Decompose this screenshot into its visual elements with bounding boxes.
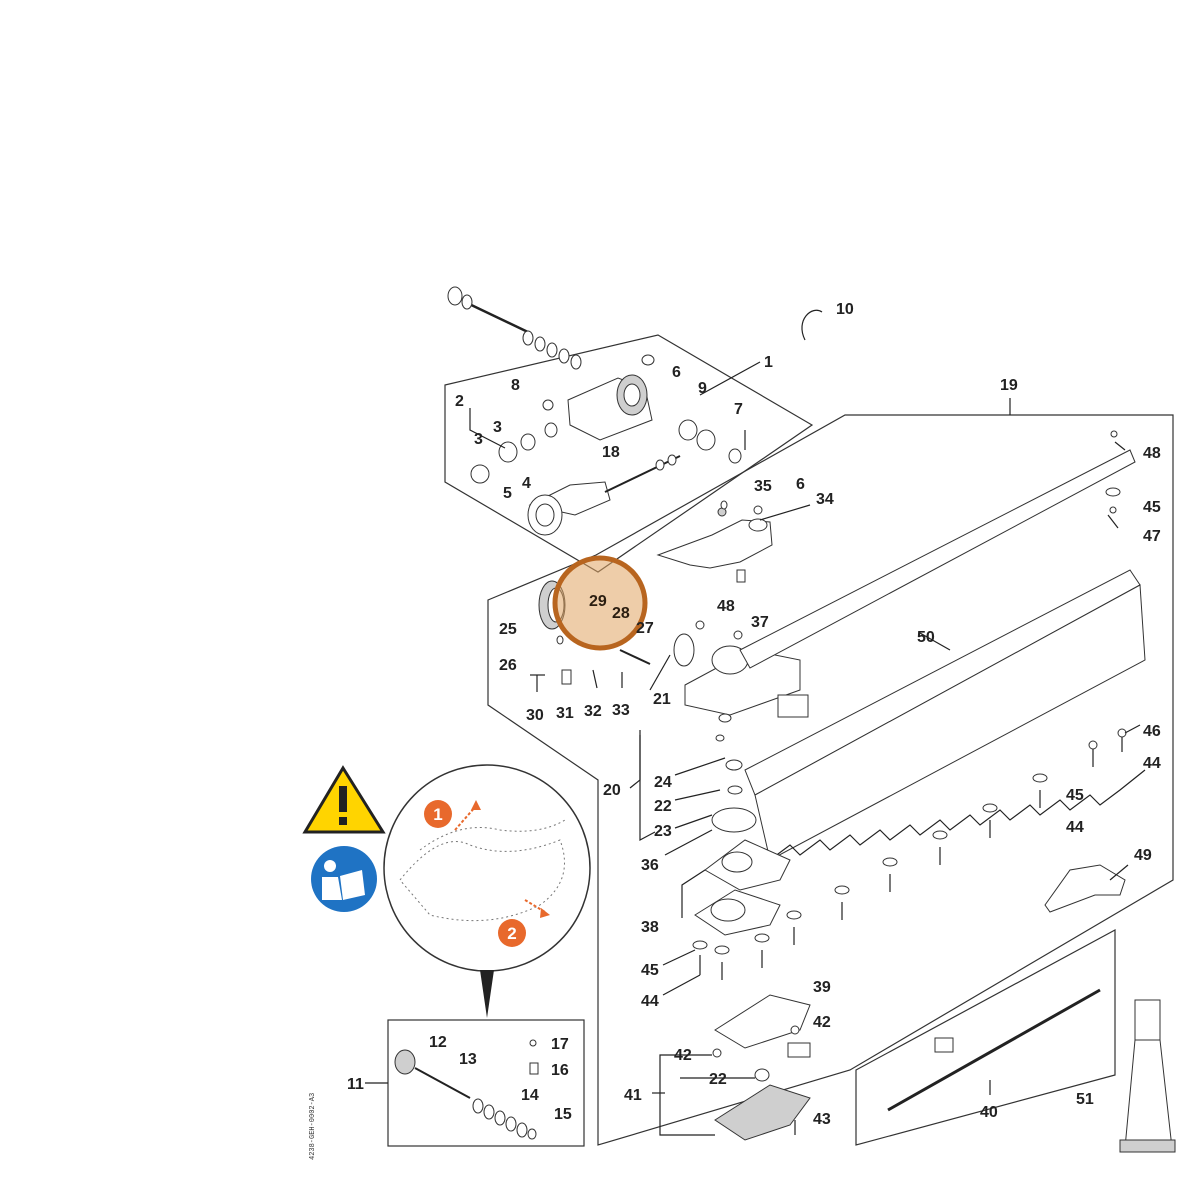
warning-icon bbox=[302, 765, 386, 834]
part-label: 24 bbox=[654, 774, 672, 791]
part-label: 15 bbox=[554, 1106, 572, 1123]
part-label: 37 bbox=[751, 614, 769, 631]
part-label: 38 bbox=[641, 919, 659, 936]
part-label: 51 bbox=[1076, 1091, 1094, 1108]
part-label: 42 bbox=[674, 1047, 692, 1064]
part-label: 30 bbox=[526, 707, 544, 724]
part-label: 27 bbox=[636, 620, 654, 637]
cutter-blade-part bbox=[744, 569, 1146, 861]
blade-holder-part bbox=[694, 759, 791, 936]
step-1-number: 1 bbox=[433, 805, 442, 824]
part-label: 45 bbox=[1143, 499, 1161, 516]
part-label: 20 bbox=[603, 782, 621, 799]
leader-lines bbox=[365, 361, 1141, 1136]
part-label: 35 bbox=[754, 478, 772, 495]
part-label: 3 bbox=[474, 431, 483, 448]
pinion-shaft-part bbox=[527, 454, 681, 536]
blade-cover-part bbox=[887, 988, 1101, 1112]
part-label: 8 bbox=[511, 377, 520, 394]
part-label: 17 bbox=[551, 1036, 569, 1053]
highlight-circle bbox=[552, 555, 648, 651]
part-label: 4 bbox=[522, 475, 531, 492]
group-box-cutter-assembly bbox=[487, 414, 1174, 1146]
part-label: 25 bbox=[499, 621, 517, 638]
gearbox-base-part bbox=[673, 633, 809, 718]
circlip-part bbox=[801, 309, 823, 341]
part-label: 7 bbox=[734, 401, 743, 418]
part-label: 44 bbox=[1143, 755, 1161, 772]
part-label: 44 bbox=[1066, 819, 1084, 836]
bearings-part bbox=[470, 354, 742, 484]
part-label: 43 bbox=[813, 1111, 831, 1128]
part-label: 48 bbox=[1143, 445, 1161, 462]
blade-rail-part bbox=[739, 449, 1136, 669]
part-label: 36 bbox=[641, 857, 659, 874]
group-box-gear-housing bbox=[444, 334, 814, 573]
gear-housing-part bbox=[567, 374, 653, 441]
bearing-kit-parts bbox=[394, 1039, 539, 1140]
drive-shaft-part bbox=[447, 286, 582, 370]
part-label: 45 bbox=[1066, 787, 1084, 804]
part-label: 31 bbox=[556, 705, 574, 722]
part-label: 33 bbox=[612, 702, 630, 719]
screws-washers-part bbox=[692, 430, 1127, 980]
read-manual-icon bbox=[311, 846, 377, 912]
part-label: 22 bbox=[709, 1071, 727, 1088]
hand-guard-part bbox=[1044, 864, 1126, 913]
part-label: 13 bbox=[459, 1051, 477, 1068]
part-label: 12 bbox=[429, 1034, 447, 1051]
part-label: 42 bbox=[813, 1014, 831, 1031]
part-label highlighted-label: 29 bbox=[589, 593, 607, 610]
detail-magnifier bbox=[383, 764, 591, 1018]
part-label: 45 bbox=[641, 962, 659, 979]
part-label: 19 bbox=[1000, 377, 1018, 394]
part-label: 14 bbox=[521, 1087, 539, 1104]
grease-tube-part bbox=[1119, 999, 1176, 1153]
part-label: 6 bbox=[672, 364, 681, 381]
part-label: 26 bbox=[499, 657, 517, 674]
part-label: 46 bbox=[1143, 723, 1161, 740]
step-2-number: 2 bbox=[507, 924, 516, 943]
part-label: 44 bbox=[641, 993, 659, 1010]
part-label: 6 bbox=[796, 476, 805, 493]
part-label: 21 bbox=[653, 691, 671, 708]
part-label: 32 bbox=[584, 703, 602, 720]
part-label: 18 bbox=[602, 444, 620, 461]
group-box-blade-cover bbox=[855, 928, 1116, 1146]
part-label: 9 bbox=[698, 380, 707, 397]
part-label: 22 bbox=[654, 798, 672, 815]
part-label: 3 bbox=[493, 419, 502, 436]
part-label: 1 bbox=[764, 354, 773, 371]
part-label: 50 bbox=[917, 629, 935, 646]
part-label: 39 bbox=[813, 979, 831, 996]
part-label: 49 bbox=[1134, 847, 1152, 864]
step-2-badge: 2 bbox=[498, 919, 526, 947]
small-parts-part bbox=[530, 635, 651, 692]
part-label highlighted-label: 28 bbox=[612, 605, 630, 622]
part-label: 40 bbox=[980, 1104, 998, 1121]
part-label: 16 bbox=[551, 1062, 569, 1079]
part-label: 5 bbox=[503, 485, 512, 502]
lower-cover-parts bbox=[712, 994, 811, 1141]
part-label: 47 bbox=[1143, 528, 1161, 545]
part-label: 11 bbox=[347, 1076, 364, 1093]
part-label: 23 bbox=[654, 823, 672, 840]
step-1-badge: 1 bbox=[424, 800, 452, 828]
part-label: 34 bbox=[816, 491, 834, 508]
handle-part bbox=[656, 507, 773, 583]
part-label: 41 bbox=[624, 1087, 642, 1104]
drawing-code: 4238-GEH-0002-A3 bbox=[309, 1093, 317, 1160]
part-label: 2 bbox=[455, 393, 464, 410]
part-label: 10 bbox=[836, 301, 854, 318]
part-labels: 1 2 3 3 4 5 6 7 8 9 10 18 19 48 45 47 35… bbox=[347, 301, 1161, 1128]
part-label: 48 bbox=[717, 598, 735, 615]
